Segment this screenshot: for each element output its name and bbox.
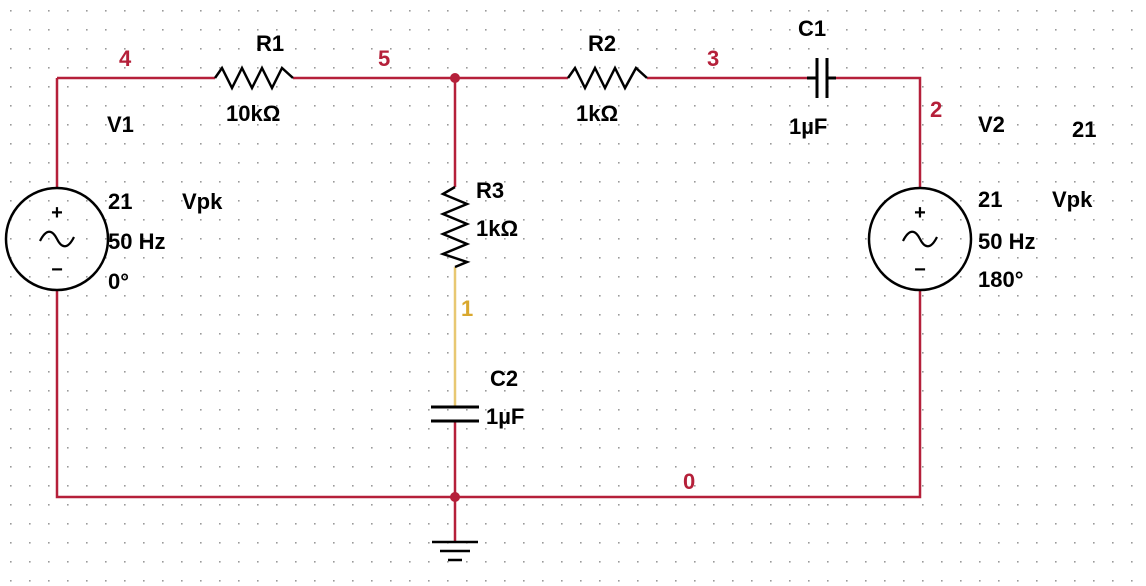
c2-name: C2 bbox=[490, 366, 518, 391]
node-label-0: 0 bbox=[683, 469, 695, 494]
wire-left-lower bbox=[55, 290, 455, 499]
capacitor-c2 bbox=[431, 405, 479, 423]
wire-bottom-right bbox=[455, 290, 922, 499]
c1-name: C1 bbox=[798, 16, 826, 41]
junction-node-5 bbox=[450, 73, 460, 83]
node-label-4: 4 bbox=[119, 46, 132, 71]
v2-minus-sign: − bbox=[914, 259, 926, 281]
v1-unit: Vpk bbox=[182, 189, 223, 214]
r3-value: 1kΩ bbox=[476, 216, 518, 241]
v1-phase: 0° bbox=[108, 269, 129, 294]
node-label-2: 2 bbox=[930, 97, 942, 122]
ground-symbol bbox=[432, 540, 478, 562]
node-label-3: 3 bbox=[707, 46, 719, 71]
v2-unit: Vpk bbox=[1052, 187, 1093, 212]
v2-name: V2 bbox=[978, 112, 1005, 137]
v2-phase: 180° bbox=[978, 267, 1024, 292]
resistor-r2 bbox=[566, 65, 648, 91]
wires bbox=[55, 76, 922, 542]
capacitor-c1 bbox=[807, 58, 836, 98]
r1-value: 10kΩ bbox=[226, 101, 280, 126]
grid-dots bbox=[10, 10, 1133, 582]
r2-name: R2 bbox=[588, 31, 616, 56]
resistor-r3 bbox=[439, 185, 471, 269]
resistor-r1 bbox=[213, 65, 294, 91]
v2-amplitude: 21 bbox=[978, 187, 1002, 212]
c1-value: 1µF bbox=[789, 114, 827, 139]
v1-frequency: 50 Hz bbox=[108, 229, 165, 254]
v2-extra-label: 21 bbox=[1072, 117, 1096, 142]
node-label-1: 1 bbox=[461, 296, 473, 321]
v1-name: V1 bbox=[107, 112, 134, 137]
r3-name: R3 bbox=[476, 178, 504, 203]
junction-node-0 bbox=[450, 492, 460, 502]
v1-minus-sign: − bbox=[51, 259, 63, 281]
v1-plus-sign: + bbox=[51, 202, 63, 224]
ac-source-v2 bbox=[867, 186, 973, 292]
r1-name: R1 bbox=[256, 31, 284, 56]
wire-c1-to-right bbox=[836, 76, 922, 188]
v1-amplitude: 21 bbox=[108, 189, 132, 214]
node-label-5: 5 bbox=[378, 46, 390, 71]
ac-source-v1 bbox=[4, 186, 110, 292]
v2-plus-sign: + bbox=[914, 202, 926, 224]
c2-value: 1µF bbox=[486, 404, 524, 429]
v2-frequency: 50 Hz bbox=[978, 229, 1035, 254]
r2-value: 1kΩ bbox=[576, 101, 618, 126]
